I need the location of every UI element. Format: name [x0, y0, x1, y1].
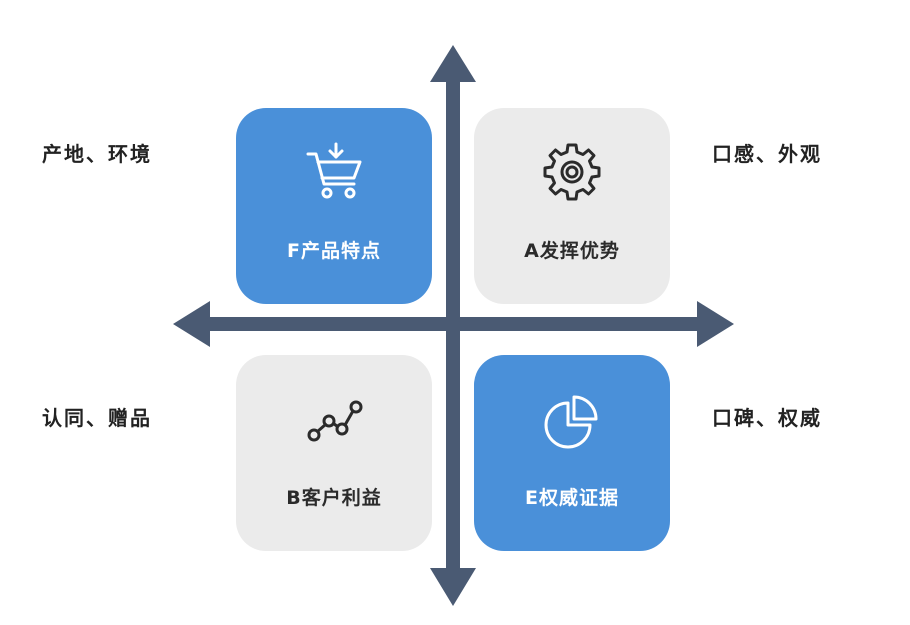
quadrant-card-authority-evidence: E权威证据: [474, 355, 670, 551]
quadrant-label: E权威证据: [525, 487, 619, 509]
quadrant-card-customer-benefits: B客户利益: [236, 355, 432, 551]
trend-line-icon: [236, 389, 432, 449]
shopping-cart-icon: [236, 142, 432, 202]
arrow-right-icon: [697, 301, 734, 347]
side-text-bottom-right: 口碑、权威: [712, 406, 822, 430]
horizontal-axis: [173, 301, 734, 347]
arrow-left-icon: [173, 301, 210, 347]
arrow-down-icon: [430, 568, 476, 606]
side-text-top-left: 产地、环境: [42, 142, 152, 166]
side-text-top-right: 口感、外观: [712, 142, 822, 166]
quadrant-label: A发挥优势: [524, 240, 620, 262]
arrow-up-icon: [430, 45, 476, 82]
quadrant-card-product-features: F产品特点: [236, 108, 432, 304]
quadrant-label: F产品特点: [287, 240, 381, 262]
side-text-bottom-left: 认同、赠品: [42, 406, 152, 430]
gear-icon: [474, 142, 670, 202]
quadrant-card-advantages: A发挥优势: [474, 108, 670, 304]
pie-chart-icon: [474, 389, 670, 449]
quadrant-label: B客户利益: [286, 487, 382, 509]
